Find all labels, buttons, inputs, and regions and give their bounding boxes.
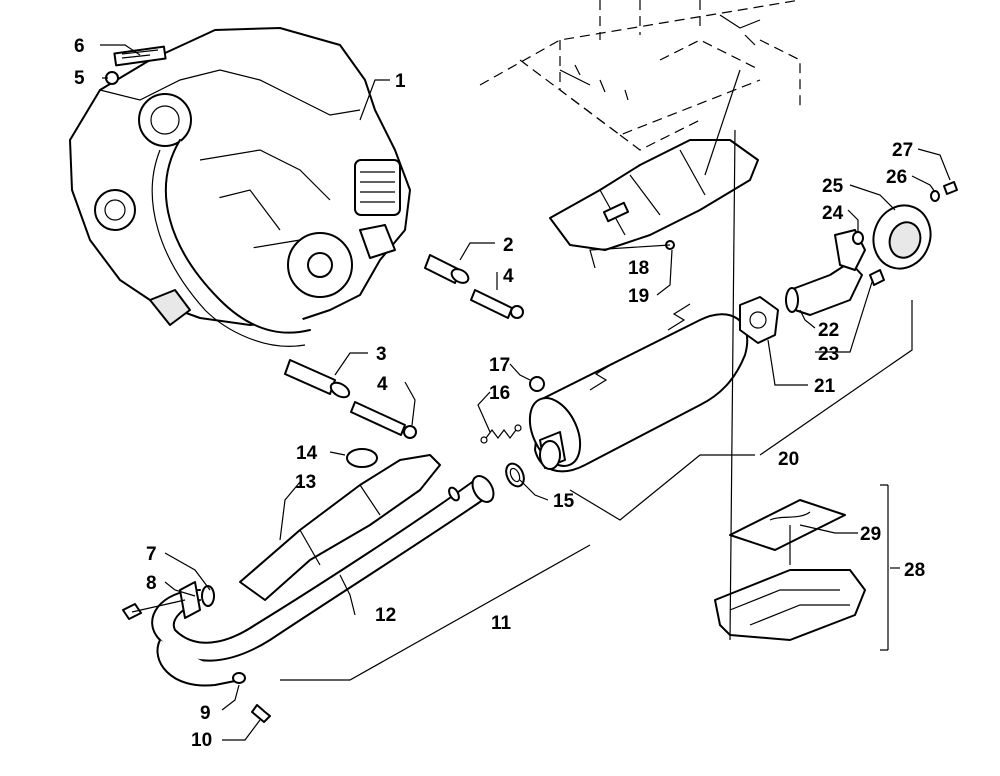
callout-29: 29 (860, 524, 881, 545)
callout-23: 23 (818, 344, 839, 365)
callout-10: 10 (191, 730, 212, 751)
callout-11: 11 (491, 613, 512, 634)
callout-1: 1 (395, 71, 406, 92)
clamp-14 (346, 448, 378, 468)
spark-arrestor-22 (785, 229, 866, 316)
callout-24: 24 (822, 203, 844, 224)
callout-9: 9 (200, 703, 211, 724)
callout-14: 14 (296, 443, 318, 464)
end-cap-25 (872, 204, 932, 270)
skid-plate-28 (714, 569, 866, 641)
screw-23 (869, 269, 885, 286)
callout-20: 20 (778, 449, 799, 470)
heat-shield-13 (239, 454, 441, 601)
bracket-28 (880, 484, 889, 651)
header-pipe-12 (151, 475, 495, 687)
callout-25: 25 (822, 176, 844, 197)
callout-7: 7 (146, 544, 157, 565)
callout-2: 2 (503, 235, 514, 256)
callout-21: 21 (814, 376, 836, 397)
washer-26 (930, 190, 940, 202)
washer-24 (852, 231, 864, 245)
callout-6: 6 (74, 36, 85, 57)
stud-bolt-2 (424, 254, 524, 319)
callout-27: 27 (892, 140, 913, 161)
gasket-21 (739, 296, 779, 344)
callout-16: 16 (489, 383, 510, 404)
callout-18: 18 (628, 258, 649, 279)
spring-16 (480, 424, 522, 444)
flange-gasket-7 (179, 581, 215, 619)
washer-9 (232, 672, 246, 684)
nut-17 (529, 376, 545, 392)
muffler-20 (528, 303, 749, 473)
decal-29 (729, 499, 846, 551)
callout-22: 22 (818, 320, 839, 341)
gasket-15 (505, 462, 525, 488)
callout-15: 15 (553, 491, 575, 512)
callout-17: 17 (489, 355, 510, 376)
engine-assembly (69, 27, 411, 347)
heat-shield-18 (549, 139, 759, 251)
callout-26: 26 (886, 167, 907, 188)
callout-3: 3 (376, 344, 387, 365)
callout-19: 19 (628, 286, 649, 307)
bolt-10 (251, 704, 271, 723)
screw-27 (943, 181, 958, 195)
leader-lines (100, 44, 951, 741)
callout-5: 5 (74, 68, 85, 89)
callout-13: 13 (295, 472, 316, 493)
callout-4b: 4 (377, 374, 388, 395)
stud-bolt-3 (284, 359, 417, 439)
callout-4a: 4 (503, 266, 514, 287)
frame-outline (479, 0, 801, 151)
callout-8: 8 (146, 573, 157, 594)
callout-12: 12 (375, 605, 396, 626)
callout-28: 28 (904, 560, 925, 581)
